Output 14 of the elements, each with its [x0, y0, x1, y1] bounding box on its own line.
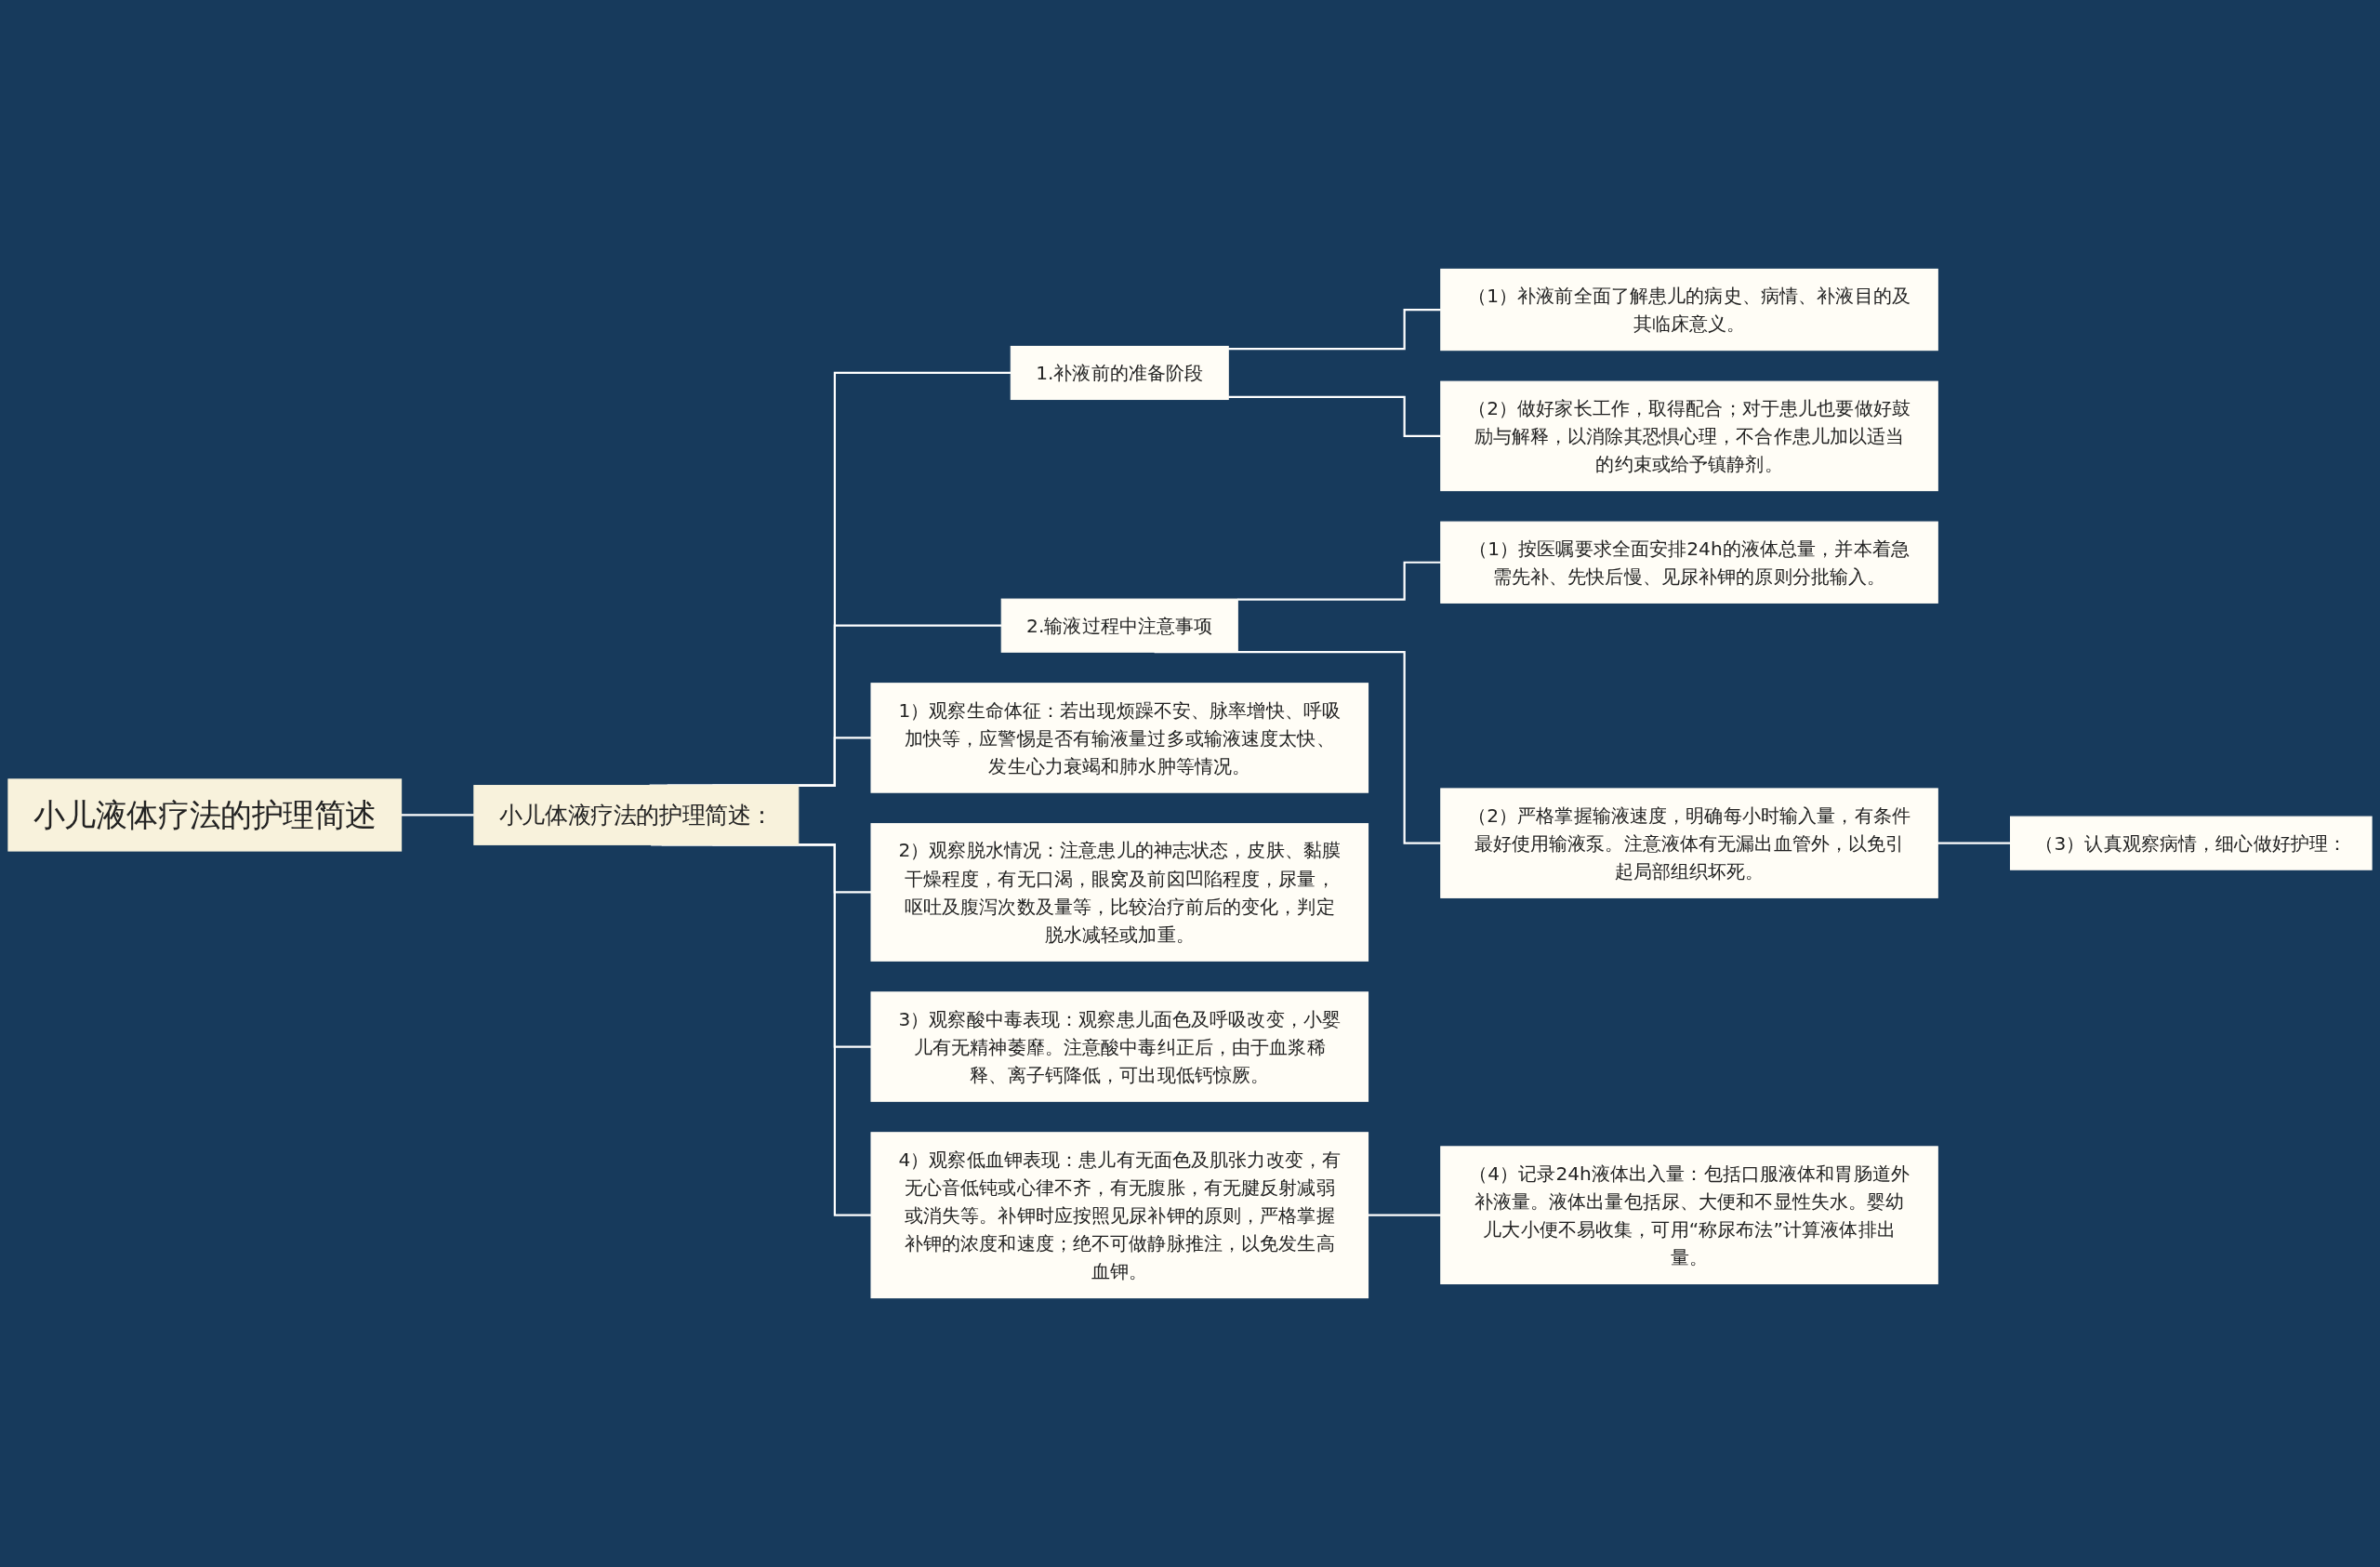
node-box: （2）做好家长工作，取得配合；对于患儿也要做好鼓励与解释，以消除其恐惧心理，不合作患儿加以适当的约束或给予镇静剂。	[1440, 380, 1938, 492]
node-box: （3）认真观察病情，细心做好护理：	[2010, 816, 2373, 870]
node-box: （4）记录24h液体出入量：包括口服液体和胃肠道外补液量。液体出量包括尿、大便和不显性失水。婴幼儿大小便不易收集，可用“称尿布法”计算液体排出量。	[1440, 1146, 1938, 1285]
node-box: （1）按医嘱要求全面安排24h的液体总量，并本着急需先补、先快后慢、见尿补钾的原则分批输入。	[1440, 521, 1938, 604]
node-box: 1）观察生命体征：若出现烦躁不安、脉率增快、呼吸加快等，应警惕是否有输液量过多或输液速度太快、发生心力衰竭和肺水肿等情况。	[870, 683, 1369, 793]
node-box: 小儿液体疗法的护理简述	[7, 778, 403, 852]
node-box: 4）观察低血钾表现：患儿有无面色及肌张力改变，有无心音低钝或心律不齐，有无腹胀，有无腱反射减弱或消失等。补钾时应按照见尿补钾的原则，严格掌握补钾的浓度和速度；绝不可做静脉推注，以免发生高血钾。	[870, 1132, 1369, 1299]
node-box: （2）严格掌握输液速度，明确每小时输入量，有条件最好使用输液泵。注意液体有无漏出血管外，以免引起局部组织坏死。	[1440, 788, 1938, 898]
node-box: 3）观察酸中毒表现：观察患儿面色及呼吸改变，小婴儿有无精神萎靡。注意酸中毒纠正后，由于血浆稀释、离子钙降低，可出现低钙惊厥。	[870, 991, 1369, 1102]
node-box: 1.补液前的准备阶段	[1010, 345, 1229, 401]
node-box: 2.输液过程中注意事项	[1000, 598, 1238, 653]
node-box: （1）补液前全面了解患儿的病史、病情、补液目的及其临床意义。	[1440, 268, 1938, 352]
node-box: 2）观察脱水情况：注意患儿的神志状态，皮肤、黏膜干燥程度，有无口渴，眼窝及前囟凹陷程度，尿量，呕吐及腹泻次数及量等，比较治疗前后的变化，判定脱水减轻或加重。	[870, 823, 1369, 962]
node-box: 小儿体液疗法的护理简述：	[473, 785, 800, 845]
